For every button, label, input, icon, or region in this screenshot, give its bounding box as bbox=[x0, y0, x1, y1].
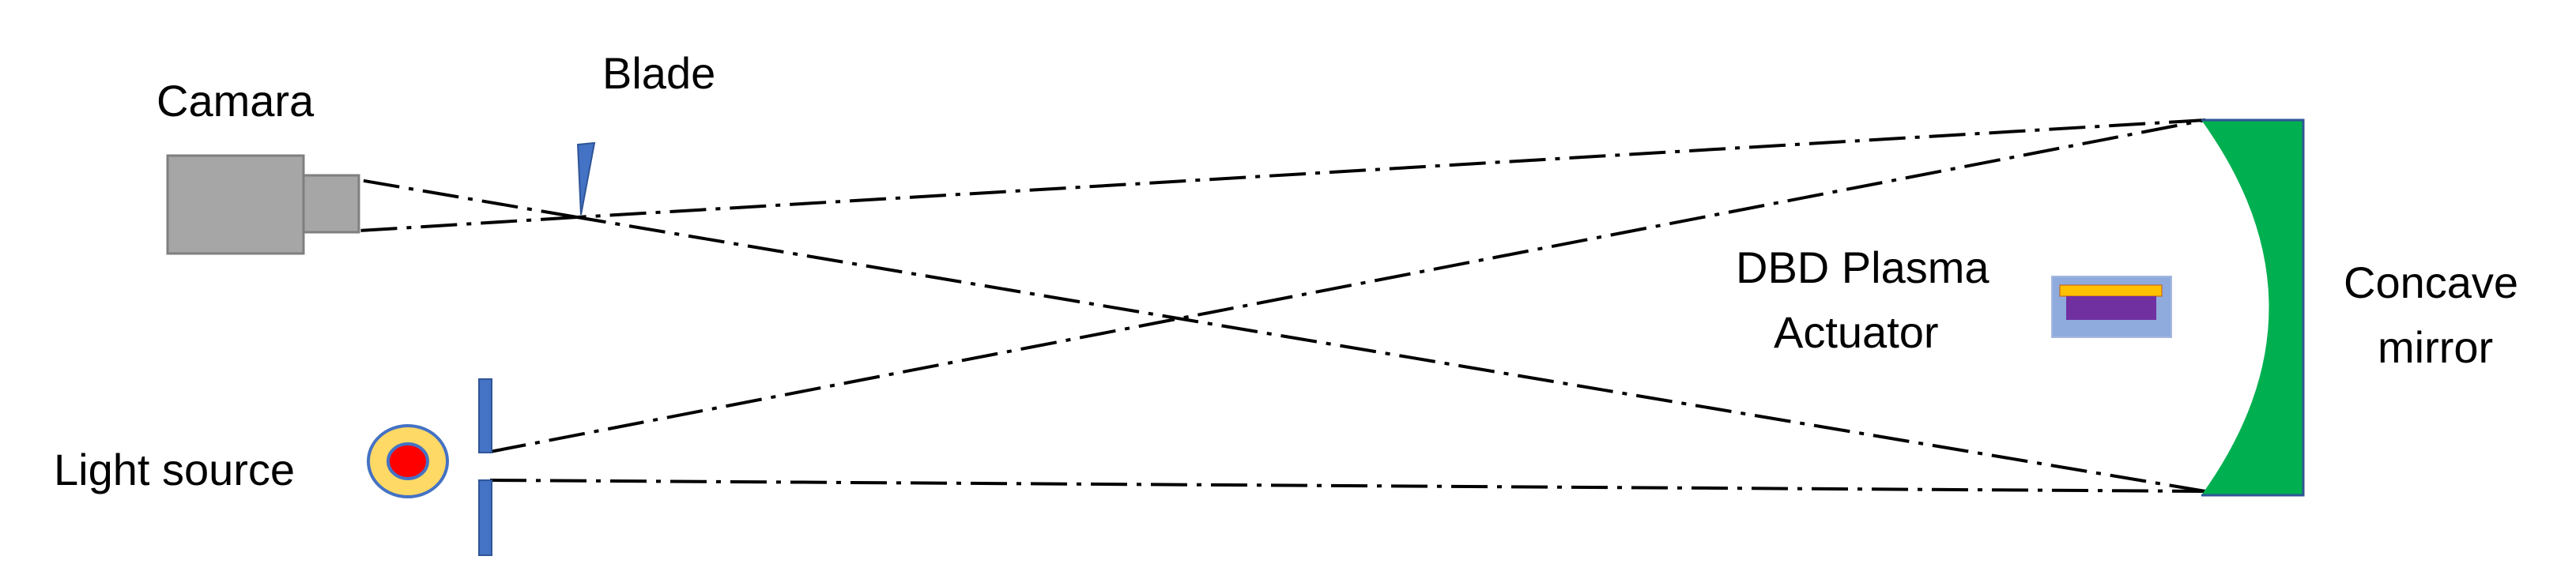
ray-source-to-mirror-top bbox=[489, 118, 2206, 453]
mirror-frame bbox=[2201, 118, 2305, 497]
mirror-label-line1: Concave bbox=[2344, 257, 2518, 307]
ray-mirror-top-to-blade bbox=[576, 118, 2206, 219]
ray-source-to-mirror-bottom bbox=[489, 479, 2206, 493]
actuator-electrode bbox=[2059, 284, 2163, 297]
mirror-label-line2: mirror bbox=[2378, 322, 2493, 372]
actuator-label-line2: Actuator bbox=[1774, 307, 1939, 357]
dbd-plasma-actuator bbox=[2051, 276, 2172, 338]
actuator-dielectric bbox=[2066, 296, 2156, 320]
camera-label: Camara bbox=[157, 76, 315, 126]
blade-label: Blade bbox=[602, 48, 715, 98]
light-source-inner bbox=[387, 442, 429, 480]
actuator-label-line1: DBD Plasma bbox=[1736, 242, 1990, 292]
ray-mirror-bottom-to-blade bbox=[576, 216, 2206, 493]
concave-mirror bbox=[2201, 118, 2305, 497]
camera bbox=[166, 154, 360, 255]
mirror-body bbox=[2201, 120, 2303, 495]
light-rays bbox=[359, 118, 2206, 493]
ray-blade-to-camera-top bbox=[359, 179, 578, 219]
camera-body bbox=[166, 154, 305, 255]
light-source-label: Light source bbox=[54, 445, 295, 494]
slit bbox=[478, 378, 492, 556]
blade bbox=[576, 141, 596, 216]
slit-upper bbox=[478, 378, 492, 453]
camera-lens bbox=[302, 174, 360, 234]
light-source bbox=[367, 424, 449, 498]
ray-blade-to-camera-bottom bbox=[359, 216, 578, 232]
slit-lower bbox=[478, 479, 492, 556]
